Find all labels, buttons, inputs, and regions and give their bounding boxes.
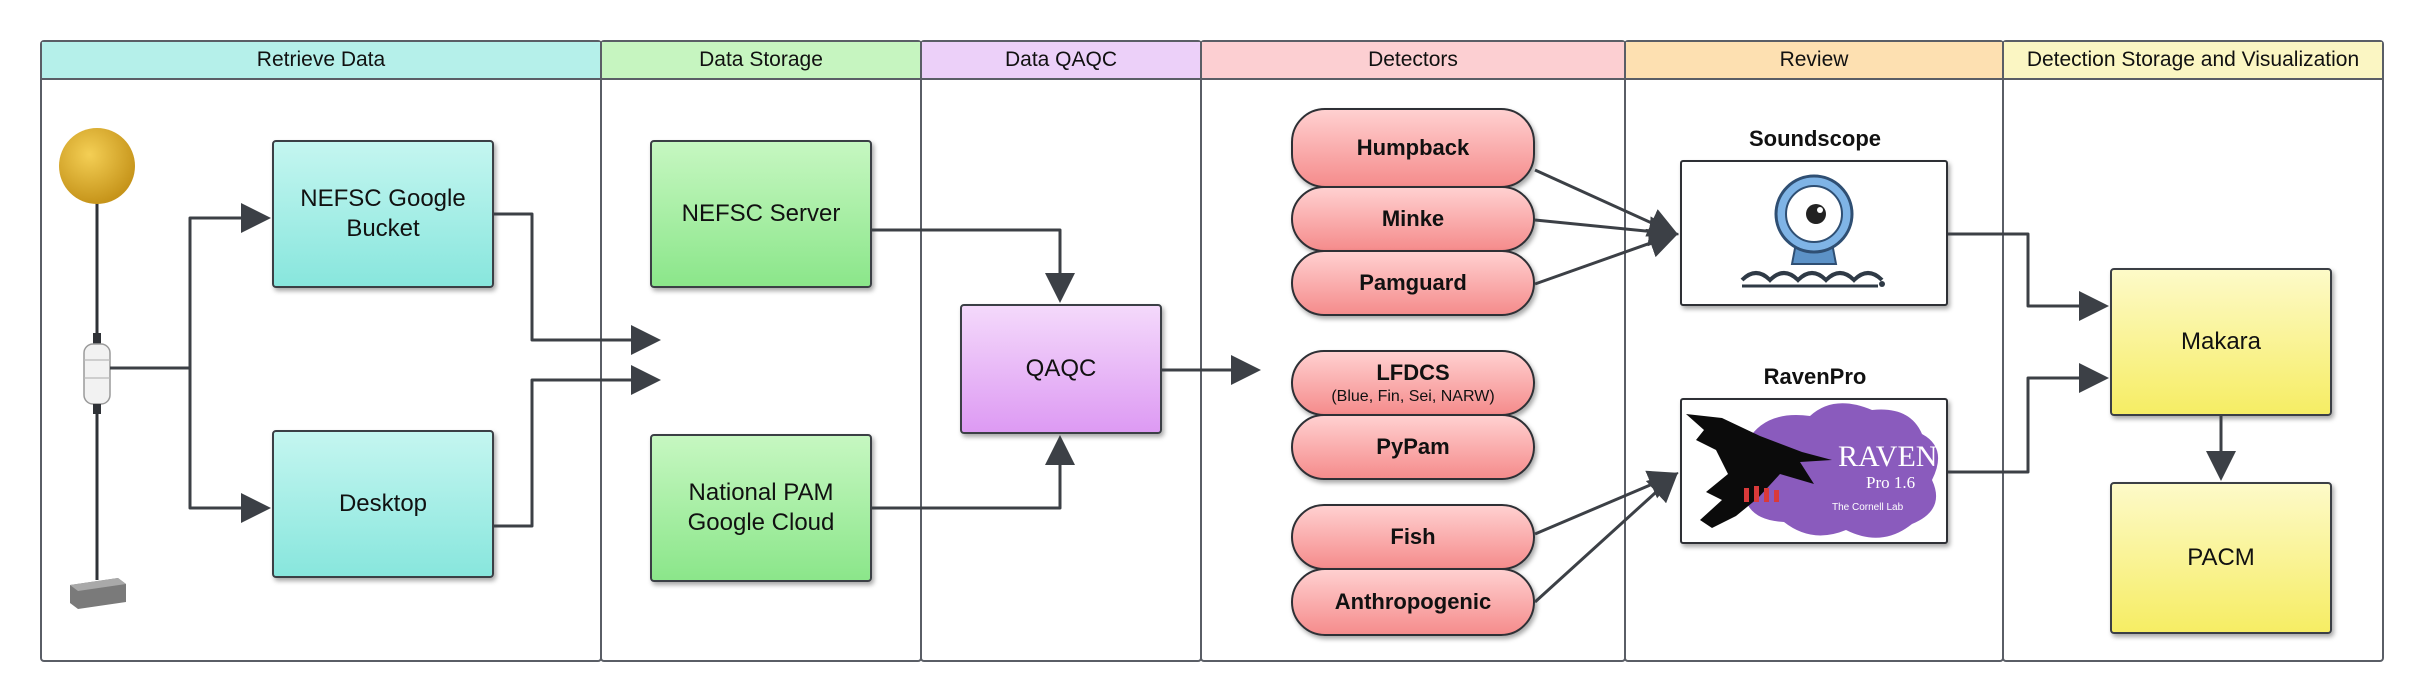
detector-minke-label: Minke bbox=[1381, 206, 1445, 231]
pacm-label: PACM bbox=[2187, 544, 2255, 571]
nefsc-server-box[interactable]: NEFSC Server bbox=[650, 140, 872, 288]
detector-lfdcs-label: LFDCS bbox=[1376, 360, 1450, 385]
raven-logo-word: RAVEN bbox=[1838, 440, 1937, 473]
anchor-icon bbox=[70, 578, 126, 609]
detector-anthropogenic-label: Anthropogenic bbox=[1334, 589, 1492, 614]
nefsc-google-bucket-label: NEFSC Google Bucket bbox=[300, 185, 466, 242]
national-pam-google-cloud-box[interactable]: National PAM Google Cloud bbox=[650, 434, 872, 582]
detector-humpback-label: Humpback bbox=[1356, 135, 1470, 160]
detector-pamguard-label: Pamguard bbox=[1359, 270, 1467, 295]
nefsc-server-label: NEFSC Server bbox=[681, 200, 841, 227]
buoy-icon bbox=[59, 128, 135, 204]
nefsc-google-bucket-box[interactable]: NEFSC Google Bucket bbox=[272, 140, 494, 288]
ravenpro-title: RavenPro bbox=[1763, 364, 1867, 389]
qaqc-box[interactable]: QAQC bbox=[960, 304, 1162, 434]
soundscope-title: Soundscope bbox=[1748, 126, 1881, 151]
detector-pamguard[interactable]: Pamguard bbox=[1291, 250, 1535, 316]
detector-minke[interactable]: Minke bbox=[1291, 186, 1535, 252]
lane-review: Review bbox=[1624, 40, 2004, 662]
raven-logo-icon: RAVEN Pro 1.6 The Cornell Lab bbox=[1686, 403, 1939, 538]
lane-header-detectors: Detectors bbox=[1202, 42, 1624, 80]
detector-anthropogenic[interactable]: Anthropogenic bbox=[1291, 568, 1535, 636]
raven-logo-version: Pro 1.6 bbox=[1866, 473, 1915, 492]
detector-pypam-label: PyPam bbox=[1376, 434, 1450, 459]
makara-label: Makara bbox=[2180, 328, 2262, 355]
soundscope-box[interactable] bbox=[1680, 160, 1948, 306]
ravenpro-box[interactable]: RAVEN Pro 1.6 The Cornell Lab bbox=[1680, 398, 1948, 544]
detector-humpback[interactable]: Humpback bbox=[1291, 108, 1535, 188]
desktop-box[interactable]: Desktop bbox=[272, 430, 494, 578]
raven-logo-lab: The Cornell Lab bbox=[1832, 502, 1904, 513]
lane-header-detection-storage-visualization: Detection Storage and Visualization bbox=[2004, 42, 2382, 80]
qaqc-label: QAQC bbox=[1025, 355, 1097, 382]
desktop-label: Desktop bbox=[338, 490, 428, 517]
makara-box[interactable]: Makara bbox=[2110, 268, 2332, 416]
detector-fish-label: Fish bbox=[1390, 524, 1436, 549]
soundscope-logo-icon bbox=[1740, 174, 1885, 288]
lane-header-data-storage: Data Storage bbox=[602, 42, 920, 80]
detector-lfdcs-species: (Blue, Fin, Sei, NARW) bbox=[1331, 388, 1495, 405]
detector-fish[interactable]: Fish bbox=[1291, 504, 1535, 570]
detector-lfdcs[interactable]: LFDCS (Blue, Fin, Sei, NARW) bbox=[1291, 350, 1535, 416]
hydrophone-icon bbox=[83, 333, 111, 414]
lane-header-data-qaqc: Data QAQC bbox=[922, 42, 1200, 80]
pacm-box[interactable]: PACM bbox=[2110, 482, 2332, 634]
lane-header-review: Review bbox=[1626, 42, 2002, 80]
detector-pypam[interactable]: PyPam bbox=[1291, 414, 1535, 480]
national-pam-google-cloud-label: National PAM Google Cloud bbox=[687, 479, 835, 536]
lane-header-retrieve-data: Retrieve Data bbox=[42, 42, 600, 80]
